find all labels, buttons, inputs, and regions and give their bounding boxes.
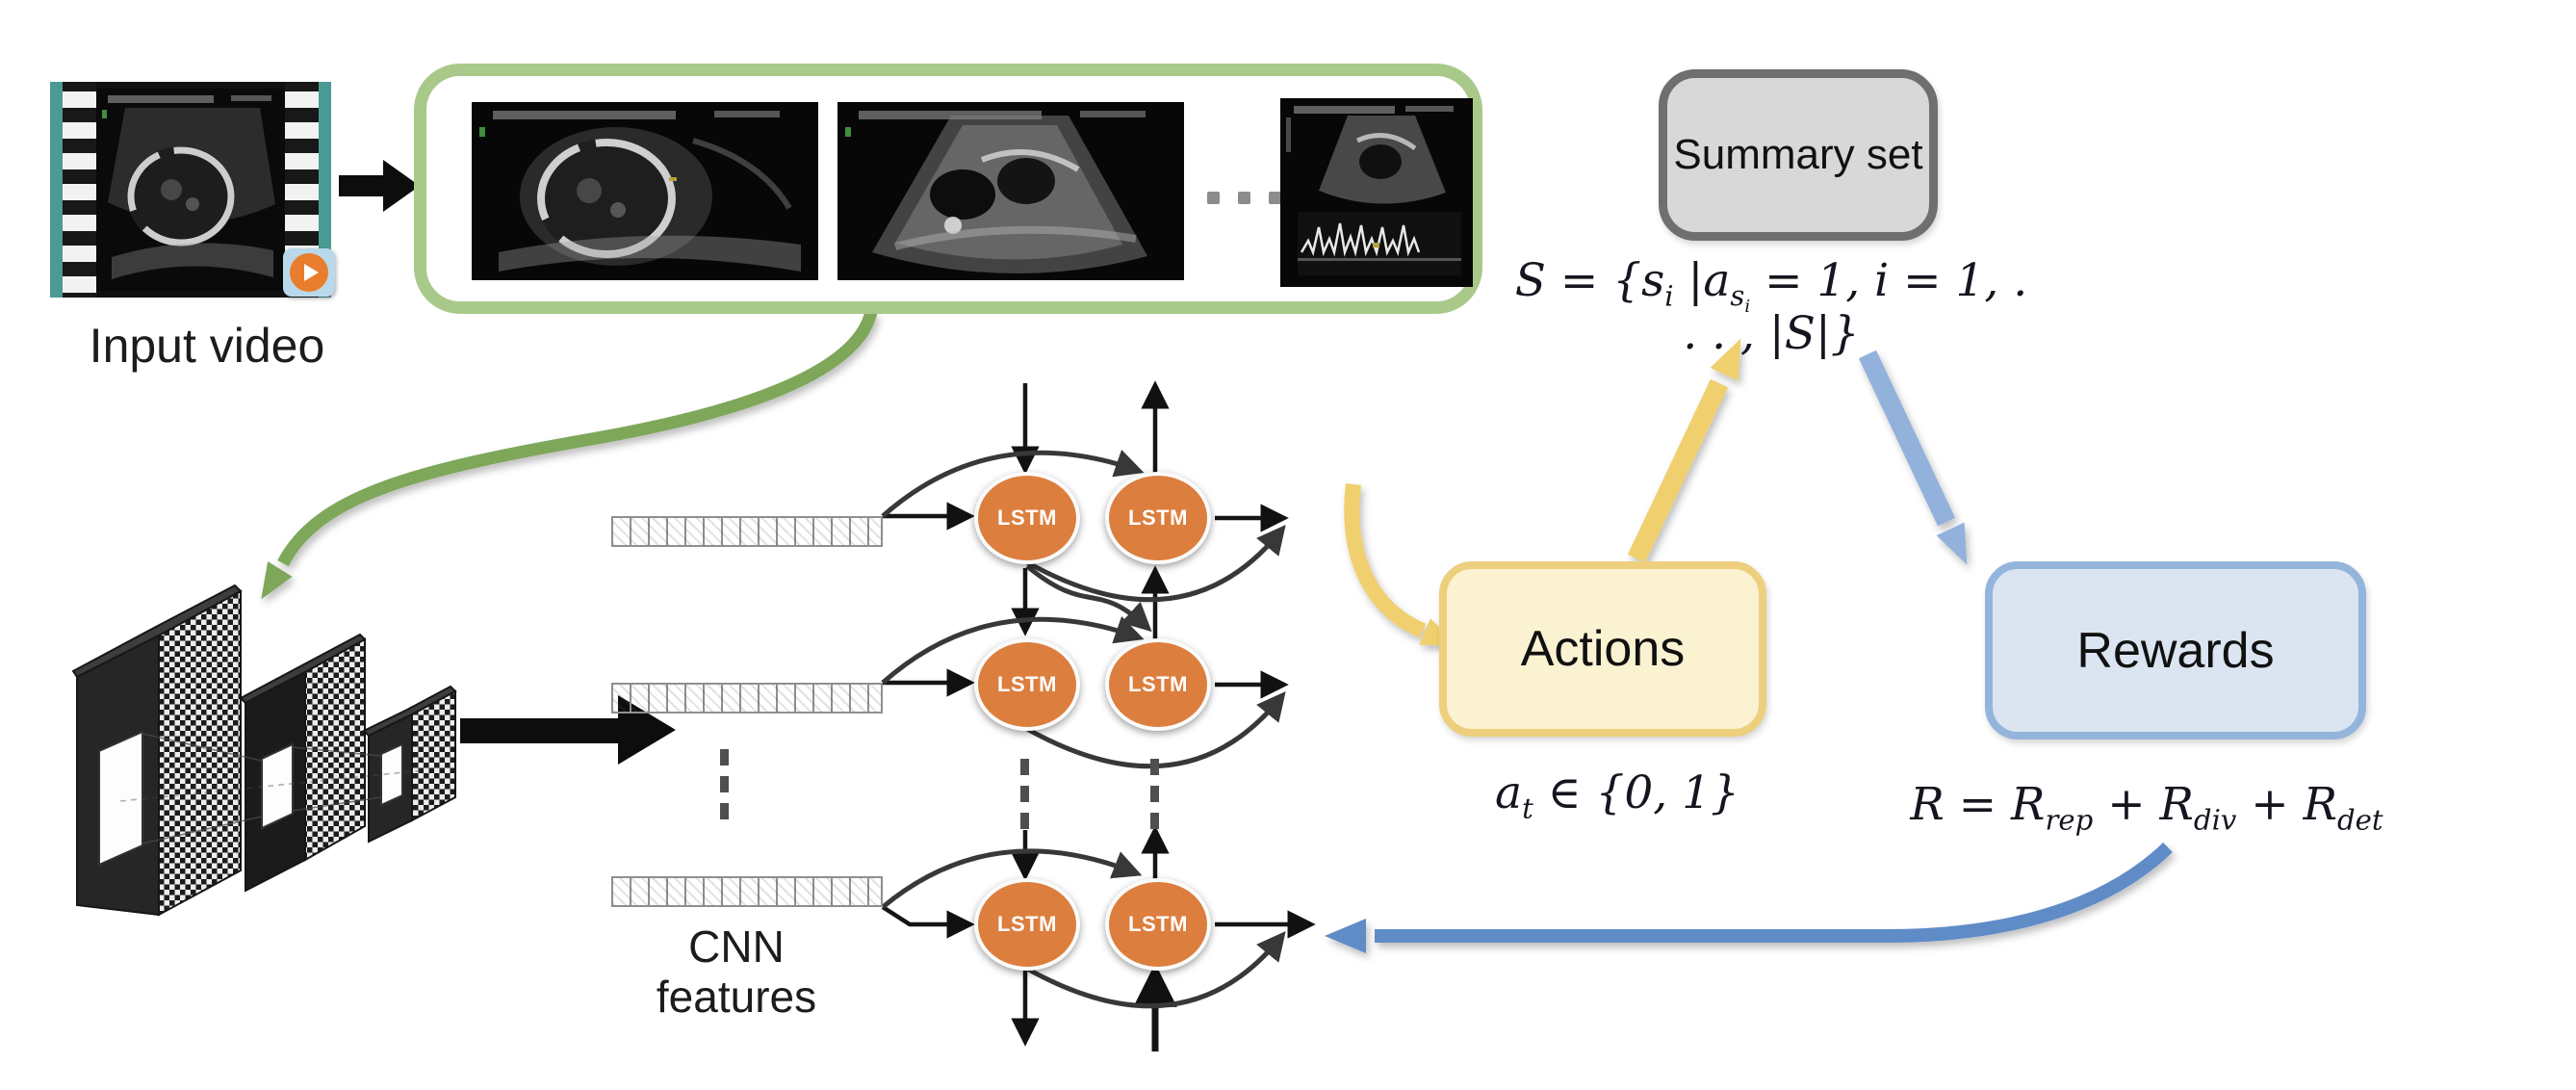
film-sprocket-holes-left	[63, 82, 96, 298]
lstm-wiring	[881, 380, 1316, 1051]
feature-vector-3	[611, 876, 883, 907]
lstm-node-row3-forward: LSTM	[974, 878, 1080, 971]
rewards-box: Rewards	[1985, 561, 2366, 740]
cnn-block3-window	[380, 742, 403, 807]
ultrasound-frame-2	[837, 102, 1184, 280]
actions-formula: at ∈ {0, 1}	[1495, 766, 1739, 825]
frames-ellipsis-icon	[1207, 192, 1313, 205]
lstm-node-row2-backward: LSTM	[1105, 638, 1211, 731]
film-ultrasound-image	[96, 89, 285, 291]
frames-to-cnn-arrow	[261, 310, 878, 600]
play-icon	[283, 248, 335, 297]
rewards-label: Rewards	[2076, 622, 2275, 679]
cnn-block1-window	[98, 730, 143, 867]
lstm-right-vertical-ellipsis-icon	[1150, 759, 1159, 829]
cnn-block1-side	[158, 589, 242, 917]
rewards-to-lstm-arrow	[1325, 842, 2173, 953]
features-vertical-ellipsis-icon	[720, 749, 729, 819]
lstm-recurrent-arcs	[881, 449, 1286, 1009]
actions-label: Actions	[1520, 621, 1686, 677]
ellipsis-dot	[1020, 759, 1029, 775]
summary-set-formula: S = {si |asi = 1, i = 1, . . . , |S|}	[1514, 254, 2028, 361]
cnn-label-line2: features	[656, 971, 817, 1022]
cnn-block3-side	[411, 689, 456, 822]
play-icon-disc	[290, 253, 328, 292]
cnn-label-line1: CNN	[688, 921, 785, 972]
cnn-block2-window	[261, 742, 294, 830]
lstm-left-vertical-ellipsis-icon	[1020, 759, 1029, 829]
lstm-node-label: LSTM	[1128, 672, 1188, 696]
ellipsis-dot	[1207, 192, 1220, 204]
cnn-block2-side	[304, 637, 366, 862]
lstm-node-row1-forward: LSTM	[974, 472, 1080, 564]
summary-set-box: Summary set	[1659, 69, 1938, 241]
ultrasound-frame-1	[472, 102, 818, 280]
ellipsis-dot	[720, 803, 729, 819]
ellipsis-dot	[1020, 786, 1029, 802]
ellipsis-dot	[1150, 813, 1159, 829]
video-to-frames-arrow	[339, 160, 420, 212]
film-strip-edge-left	[50, 82, 63, 298]
ellipsis-dot	[720, 749, 729, 766]
ellipsis-dot	[1150, 786, 1159, 802]
cnn-projection-lines	[119, 733, 425, 844]
ellipsis-dot	[1020, 813, 1029, 829]
ellipsis-dot	[1150, 759, 1159, 775]
lstm-node-label: LSTM	[1128, 912, 1188, 936]
feature-vector-1	[611, 516, 883, 547]
lstm-node-row1-backward: LSTM	[1105, 472, 1211, 564]
cnn-blocks	[71, 584, 457, 917]
play-triangle-icon	[303, 264, 319, 281]
ultrasound-doppler-frame	[1280, 98, 1473, 287]
lstm-node-label: LSTM	[997, 912, 1057, 936]
lstm-node-row2-forward: LSTM	[974, 638, 1080, 731]
rewards-formula: R = Rrep + Rdiv + Rdet	[1910, 778, 2383, 837]
ellipsis-dot	[1238, 192, 1250, 204]
feature-vector-2	[611, 683, 883, 714]
lstm-node-row3-backward: LSTM	[1105, 878, 1211, 971]
ellipsis-dot	[1269, 192, 1281, 204]
ellipsis-dot	[720, 776, 729, 792]
lstm-node-label: LSTM	[1128, 506, 1188, 530]
input-video-label: Input video	[89, 319, 325, 373]
summary-set-label: Summary set	[1673, 131, 1923, 178]
film-strip-edge-right	[319, 82, 331, 298]
summary-to-rewards-arrow	[1858, 350, 1968, 565]
cnn-features-label: CNN features	[611, 921, 862, 1022]
actions-to-summary-arrow	[1627, 338, 1741, 563]
lstm-node-label: LSTM	[997, 672, 1057, 696]
actions-box: Actions	[1439, 561, 1766, 737]
lstm-node-label: LSTM	[997, 506, 1057, 530]
